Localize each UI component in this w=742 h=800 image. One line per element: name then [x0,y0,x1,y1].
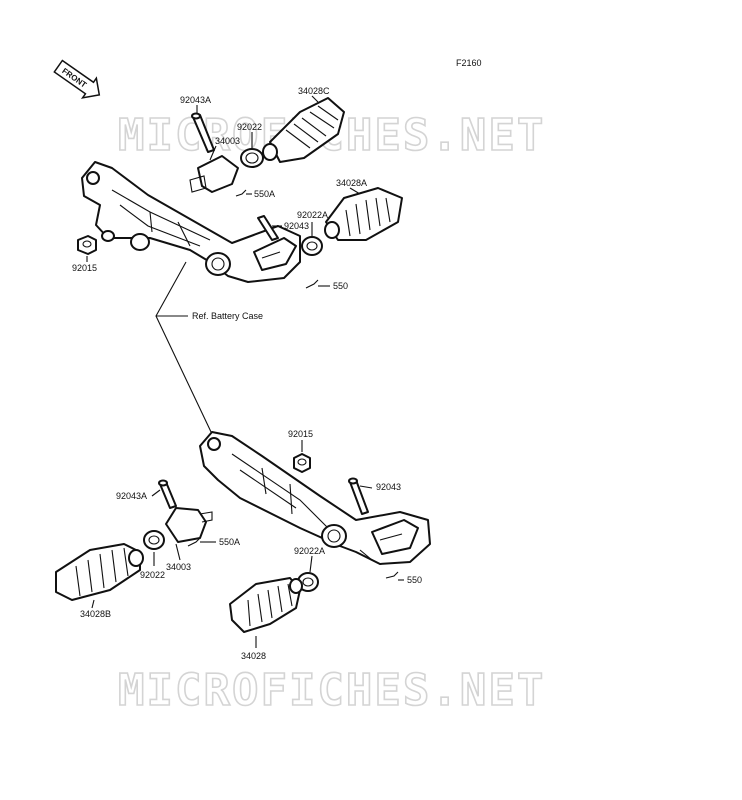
label-92022A-top: 92022A [297,210,328,220]
upper-nut-92015 [77,235,97,255]
label-92015-bottom: 92015 [288,429,313,439]
label-34028B: 34028B [80,609,111,619]
label-34028C: 34028C [298,86,330,96]
lower-leaders [91,440,404,648]
label-92022-top: 92022 [237,122,262,132]
upper-footpeg-bracket [81,161,301,283]
lower-washer-92022 [143,530,165,550]
lower-nut-92015 [293,453,311,473]
label-34028A: 34028A [336,178,367,188]
label-92043-top: 92043 [284,221,309,231]
footpeg-rubber-34028 [229,577,303,633]
label-34003-bottom: 34003 [166,562,191,572]
reference-note: Ref. Battery Case [192,311,263,321]
label-550-bottom: 550 [407,575,422,585]
label-92043A-top: 92043A [180,95,211,105]
lower-footpeg-bracket [199,431,431,565]
label-92022A-bottom: 92022A [294,546,325,556]
upper-cotter-pin-550 [305,279,319,289]
label-92043-bottom: 92043 [376,482,401,492]
lower-holder-34003 [165,507,213,543]
label-34028: 34028 [241,651,266,661]
footpeg-rubber-34028C [262,97,345,163]
footpeg-rubber-34028A [324,187,403,241]
front-arrow-icon: FRONT [53,59,101,99]
label-34003-top: 34003 [215,136,240,146]
lower-cotter-pin-550 [385,571,399,579]
watermark-bottom: MICROFICHES.NET [118,665,545,716]
lower-cotter-pin-550A [187,537,201,547]
lower-pin-92043 [348,477,369,515]
label-92022-bottom: 92022 [140,570,165,580]
label-92015-top: 92015 [72,263,97,273]
label-92043A-bottom: 92043A [116,491,147,501]
lower-pin-92043A [158,479,177,509]
label-550-top: 550 [333,281,348,291]
label-550A-top: 550A [254,189,275,199]
figure-code: F2160 [456,58,482,68]
upper-washer-92022A [301,236,323,256]
upper-pin-92043 [257,215,279,241]
upper-holder-34003 [189,155,239,193]
upper-leaders [86,95,361,435]
footpeg-rubber-34028B [55,543,144,601]
label-550A-bottom: 550A [219,537,240,547]
upper-cotter-pin-550A [235,189,247,197]
upper-washer-92022 [240,148,264,168]
